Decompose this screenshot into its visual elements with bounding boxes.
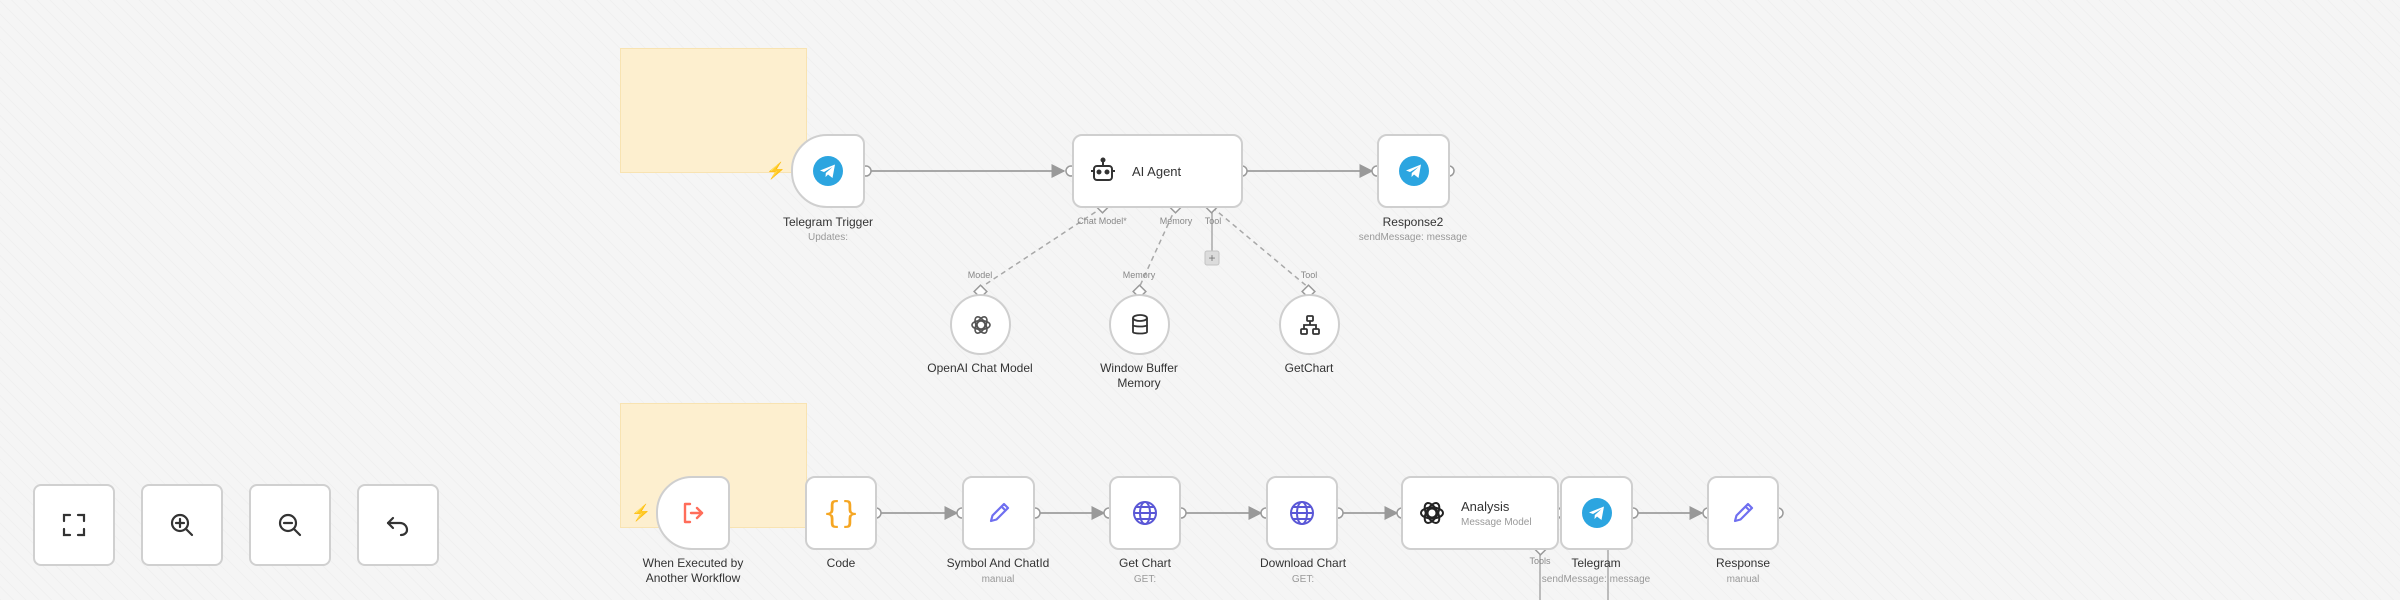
zoom-in-icon [167, 510, 197, 540]
zoom-in-button[interactable] [141, 484, 223, 566]
node-title: Code [826, 556, 856, 570]
fullscreen-icon [59, 510, 89, 540]
zoom-out-icon [275, 510, 305, 540]
node-code[interactable]: {} [805, 476, 877, 550]
globe-icon [1287, 498, 1317, 528]
sticky-note[interactable] [620, 48, 807, 173]
node-title: Get Chart [1118, 556, 1172, 570]
edge-model-to-agent [979, 206, 1104, 289]
telegram-icon [1398, 156, 1429, 186]
sign-in-icon [679, 499, 707, 527]
node-title: Telegram Trigger [782, 215, 874, 229]
node-window-buffer-memory[interactable] [1109, 294, 1170, 355]
node-analysis[interactable]: Analysis Message Model [1401, 476, 1559, 550]
add-tool-button[interactable] [1204, 250, 1220, 266]
zoom-out-button[interactable] [249, 484, 331, 566]
trigger-bolt-icon: ⚡ [631, 505, 651, 522]
handle-label-memory: Memory [1122, 270, 1156, 280]
node-title: AI Agent [1132, 163, 1182, 179]
globe-icon [1130, 498, 1160, 528]
trigger-bolt-icon: ⚡ [766, 163, 786, 180]
node-title: Download Chart [1259, 556, 1347, 570]
node-openai-chat-model[interactable] [950, 294, 1011, 355]
pencil-icon [985, 499, 1013, 527]
zoom-to-fit-button[interactable] [33, 484, 115, 566]
node-title: Window Buffer Memory [1100, 361, 1178, 390]
node-subtitle: manual [1726, 574, 1760, 585]
node-get-chart[interactable] [1109, 476, 1181, 550]
node-subtitle: Updates: [807, 232, 849, 243]
handle-label-tool: Tool [1204, 216, 1222, 226]
node-title: Response [1715, 556, 1771, 570]
reset-zoom-button[interactable] [357, 484, 439, 566]
node-subtitle: manual [981, 574, 1015, 585]
svg-text:+: + [1208, 251, 1215, 265]
node-ai-agent[interactable]: AI Agent [1072, 134, 1243, 208]
node-telegram-trigger[interactable] [791, 134, 865, 208]
edge-memory-to-agent [1138, 206, 1177, 289]
openai-icon [1417, 498, 1447, 528]
node-subtitle: GET: [1133, 574, 1157, 585]
node-subtitle: sendMessage: message [1358, 232, 1468, 243]
node-subtitle: Message Model [1461, 516, 1532, 528]
node-response[interactable] [1707, 476, 1779, 550]
node-title: Analysis [1461, 498, 1510, 514]
telegram-icon [813, 156, 843, 186]
node-title: OpenAI Chat Model [927, 361, 1033, 375]
node-title: When Executed by Another Workflow [642, 556, 744, 585]
handle-label-memory: Memory [1159, 216, 1193, 226]
node-download-chart[interactable] [1266, 476, 1338, 550]
handle-label-tools: Tools [1529, 556, 1551, 566]
edge-tool-to-agent [1211, 206, 1310, 289]
handle-label-tool: Tool [1300, 270, 1318, 280]
workflow-icon [1298, 313, 1322, 337]
node-symbol-and-chatid[interactable] [962, 476, 1035, 550]
node-title: Telegram [1571, 556, 1621, 570]
node-title: GetChart [1284, 361, 1334, 375]
openai-icon [969, 313, 993, 337]
node-title: Response2 [1382, 215, 1444, 229]
node-subtitle: sendMessage: message [1541, 574, 1651, 585]
undo-icon [383, 510, 413, 540]
node-response2[interactable] [1377, 134, 1450, 208]
database-icon [1129, 313, 1151, 337]
braces-icon: {} [822, 495, 860, 531]
handle-label-chat-model: Chat Model* [1077, 216, 1127, 226]
pencil-icon [1729, 499, 1757, 527]
telegram-icon [1581, 498, 1612, 528]
node-when-executed[interactable] [656, 476, 730, 550]
handle-label-model: Model [967, 270, 993, 280]
node-subtitle: GET: [1291, 574, 1315, 585]
node-telegram[interactable] [1560, 476, 1633, 550]
node-getchart[interactable] [1279, 294, 1340, 355]
robot-icon [1088, 156, 1118, 186]
node-title: Symbol And ChatId [946, 556, 1050, 570]
